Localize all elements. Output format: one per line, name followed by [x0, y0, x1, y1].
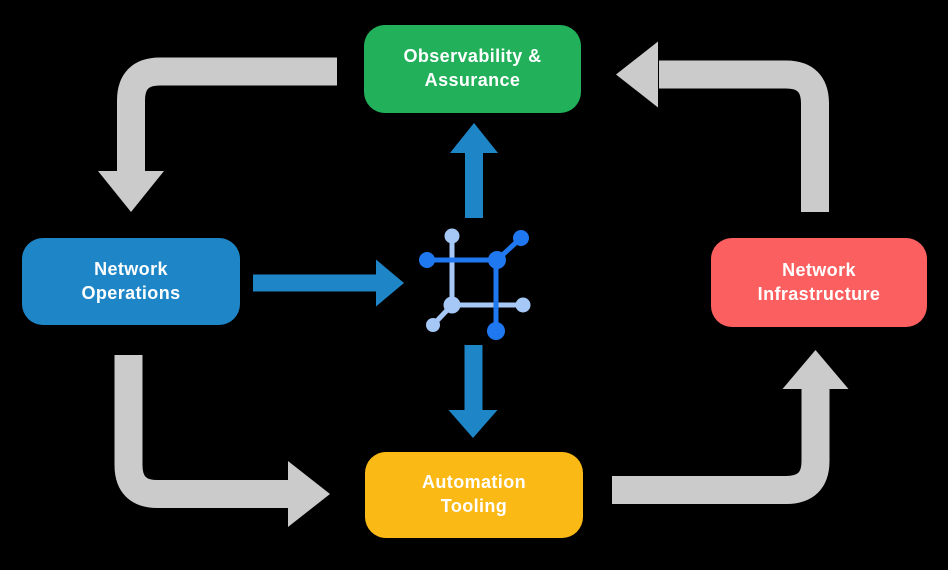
icon-top-right-node	[513, 230, 529, 246]
icon-bottom-node	[487, 322, 505, 340]
node-label-line: Assurance	[424, 70, 521, 90]
node-label-line: Observability &	[403, 46, 542, 67]
node-label-line: Operations	[81, 282, 181, 303]
arrow-head-right	[288, 461, 330, 527]
node-label-line: Automation	[422, 472, 526, 493]
arrow-elbow-line	[612, 388, 830, 504]
network-mesh-icon-dark-part	[419, 230, 529, 340]
arrow-head-up	[782, 350, 849, 389]
node-label-line: Tooling	[440, 496, 508, 516]
node-label-line: Network	[94, 258, 168, 279]
arrow-shaft	[464, 345, 483, 411]
arrow-head-down	[98, 171, 164, 212]
node-observability-assurance: Observability & Assurance	[364, 25, 581, 113]
network-mesh-icon	[419, 228, 531, 340]
arrow-elbow-line	[659, 60, 829, 212]
flow-arrow-center-to-automation	[448, 345, 498, 438]
flow-arrow-automation-to-infrastructure	[612, 350, 849, 504]
icon-bottom-left-node	[426, 318, 440, 332]
flow-arrow-observability-to-operations	[98, 57, 337, 212]
icon-top-node	[444, 228, 460, 244]
node-automation-tooling: Automation Tooling	[365, 452, 583, 538]
flow-arrow-operations-to-automation	[114, 355, 330, 527]
arrow-head-right	[376, 259, 404, 307]
node-label-line: Network	[782, 259, 856, 280]
icon-right-node	[515, 297, 531, 313]
arrow-head-down	[448, 410, 498, 438]
network-mesh-icon-light-part	[426, 228, 531, 332]
node-label-line: Infrastructure	[757, 283, 881, 304]
icon-left-node	[419, 252, 435, 268]
arrow-elbow-line	[117, 57, 337, 173]
arrow-head-left	[616, 41, 658, 108]
node-network-operations: Network Operations	[22, 238, 240, 325]
arrow-shaft	[465, 152, 483, 218]
node-network-infrastructure: Network Infrastructure	[711, 238, 927, 327]
flow-arrow-operations-to-center	[253, 259, 404, 307]
arrow-head-up	[450, 123, 498, 153]
icon-bottom-left-corner-node	[443, 296, 461, 314]
flow-arrow-infrastructure-to-observability	[616, 41, 829, 212]
icon-top-right-corner-node	[488, 251, 506, 269]
flow-arrow-center-to-observability	[450, 123, 498, 218]
arrow-elbow-line	[114, 355, 289, 508]
arrow-shaft	[253, 274, 376, 292]
